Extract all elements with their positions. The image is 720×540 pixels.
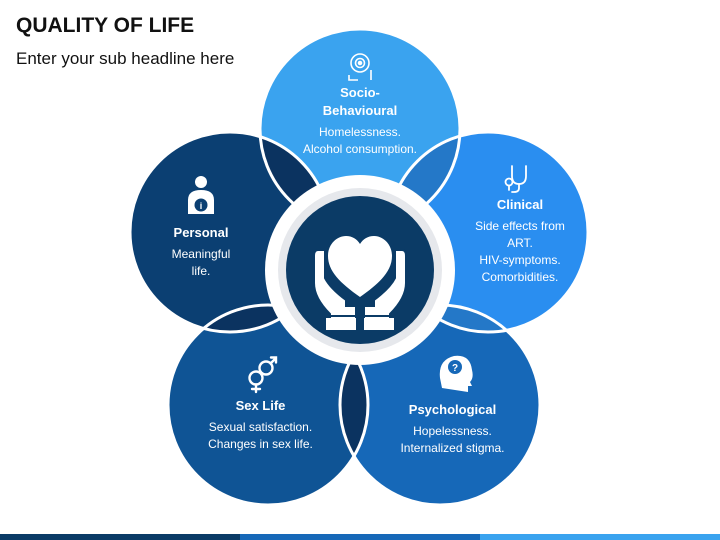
bottom-bar-segment — [240, 534, 480, 540]
petal-clinical-desc-line: Comorbidities. — [481, 270, 559, 284]
overlap-personal-socio — [260, 132, 330, 229]
petal-clinical-desc-line: ART. — [507, 236, 533, 250]
petal-psychological-heading-line: Psychological — [408, 402, 497, 417]
petal-sexlife: Sex Life Sexual satisfaction. Changes in… — [188, 397, 333, 453]
slide-subtitle: Enter your sub headline here — [16, 49, 235, 68]
petal-personal: Personal Meaningful life. — [145, 224, 257, 280]
heart-hands-icon — [313, 236, 407, 331]
petal-socio-heading-line: Socio- — [340, 85, 380, 100]
petal-clinical-desc-line: HIV-symptoms. — [479, 253, 561, 267]
petal-psychological-desc-line: Hopelessness. — [413, 424, 492, 438]
petal-clinical-desc-line: Side effects from — [475, 219, 565, 233]
gender-symbols-icon — [248, 356, 278, 394]
slide-title: QUALITY OF LIFE — [16, 14, 195, 37]
petal-socio-desc-line: Homelessness. — [318, 125, 402, 139]
bottom-bar-segment — [0, 534, 240, 540]
petal-clinical-heading-line: Clinical — [496, 197, 544, 212]
petal-personal-heading-line: Personal — [173, 225, 229, 240]
stethoscope-icon — [504, 165, 527, 193]
petal-personal-desc-line: Meaningful — [171, 247, 231, 261]
svg-text:i: i — [200, 201, 203, 211]
petal-psychological: Psychological Hopelessness. Internalized… — [380, 401, 525, 457]
petal-clinical: Clinical Side effects from ART. HIV-symp… — [450, 196, 590, 286]
petal-personal-desc-line: life. — [191, 264, 211, 278]
petal-socio: Socio- Behavioural Homelessness. Alcohol… — [290, 84, 430, 158]
petal-sexlife-desc-line: Changes in sex life. — [208, 437, 313, 451]
svg-text:?: ? — [452, 363, 458, 374]
bottom-bar-segment — [480, 534, 720, 540]
petal-socio-desc-line: Alcohol consumption. — [302, 142, 418, 156]
petal-sexlife-desc-line: Sexual satisfaction. — [208, 420, 313, 434]
brain-gear-icon — [348, 53, 372, 81]
petal-psychological-desc-line: Internalized stigma. — [400, 441, 505, 455]
petal-socio-heading-line: Behavioural — [322, 103, 398, 118]
petal-sexlife-heading-line: Sex Life — [235, 398, 286, 413]
person-info-icon: i — [188, 176, 214, 214]
bottom-accent-bar — [0, 534, 720, 540]
head-question-icon: ? — [439, 355, 473, 392]
overlap-socio-clinical — [388, 132, 460, 229]
